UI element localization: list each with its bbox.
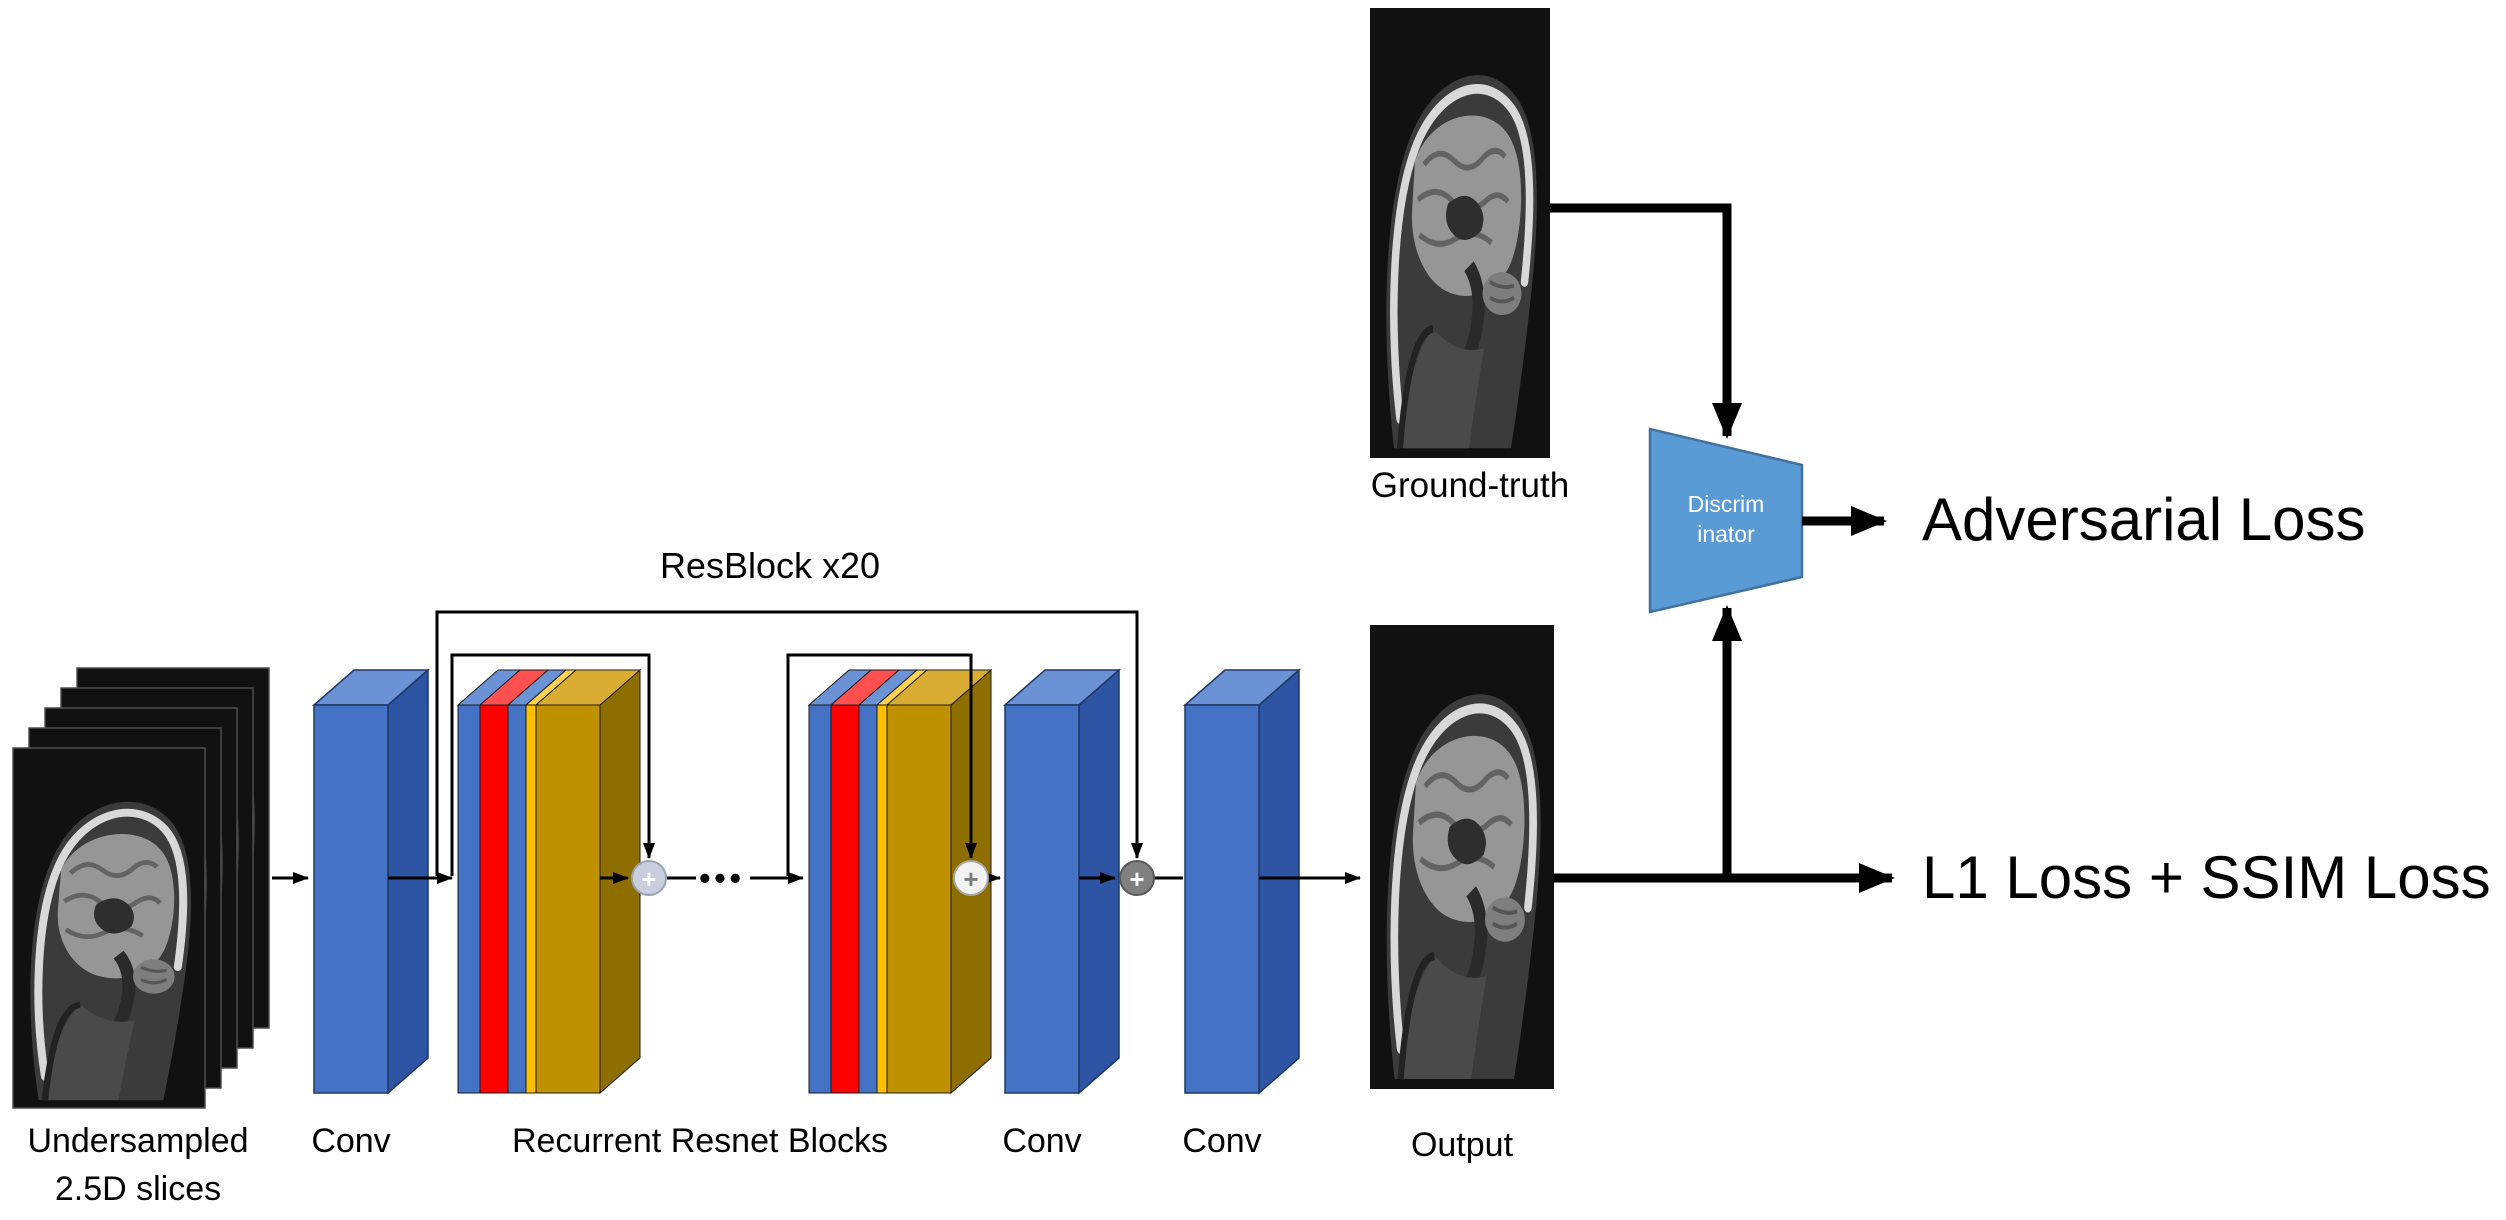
resblock-group-label: Recurrent Resnet Blocks: [512, 1122, 888, 1160]
dots-ellipsis: •••: [699, 860, 745, 896]
skip-connection-outer: [435, 610, 1143, 876]
resblock-1: [456, 668, 642, 1095]
sum-node-3: +: [1119, 860, 1155, 896]
loss-arrows: [1550, 203, 1895, 893]
conv2-label: Conv: [1002, 1122, 1081, 1160]
sum-node-2: +: [953, 860, 989, 896]
arrow-groundtruth-to-discriminator: [1550, 203, 1742, 439]
conv3-label: Conv: [1182, 1122, 1261, 1160]
input-label-line2: 2.5D slices: [55, 1170, 221, 1208]
adversarial-loss-label: Adversarial Loss: [1922, 486, 2366, 553]
ground-truth-image: [1370, 8, 1550, 458]
sum-node-1: +: [631, 860, 667, 896]
skip-connection-resblock2: [786, 653, 977, 876]
output-label: Output: [1411, 1126, 1514, 1164]
sum-node-3-symbol: +: [1129, 864, 1144, 894]
resblock-repeat-label: ResBlock x20: [660, 545, 880, 586]
conv-block-2: [1003, 668, 1121, 1095]
discriminator: Discrim inator: [1648, 427, 1804, 614]
l1-ssim-loss-label: L1 Loss + SSIM Loss: [1922, 844, 2491, 911]
sum-node-2-symbol: +: [963, 864, 978, 894]
conv-block-1: [312, 668, 430, 1095]
discriminator-label-line2: inator: [1697, 521, 1755, 547]
skip-connections: [435, 610, 1143, 876]
conv1-label: Conv: [311, 1122, 390, 1160]
conv-block-3: [1183, 668, 1301, 1095]
input-label-line1: Undersampled: [27, 1122, 248, 1160]
output-image: [1370, 625, 1554, 1089]
input-stack: [12, 667, 270, 1109]
ground-truth-label: Ground-truth: [1371, 466, 1569, 505]
discriminator-label-line1: Discrim: [1688, 491, 1765, 517]
skip-connection-resblock1: [450, 653, 655, 876]
sum-node-1-symbol: +: [641, 864, 656, 894]
